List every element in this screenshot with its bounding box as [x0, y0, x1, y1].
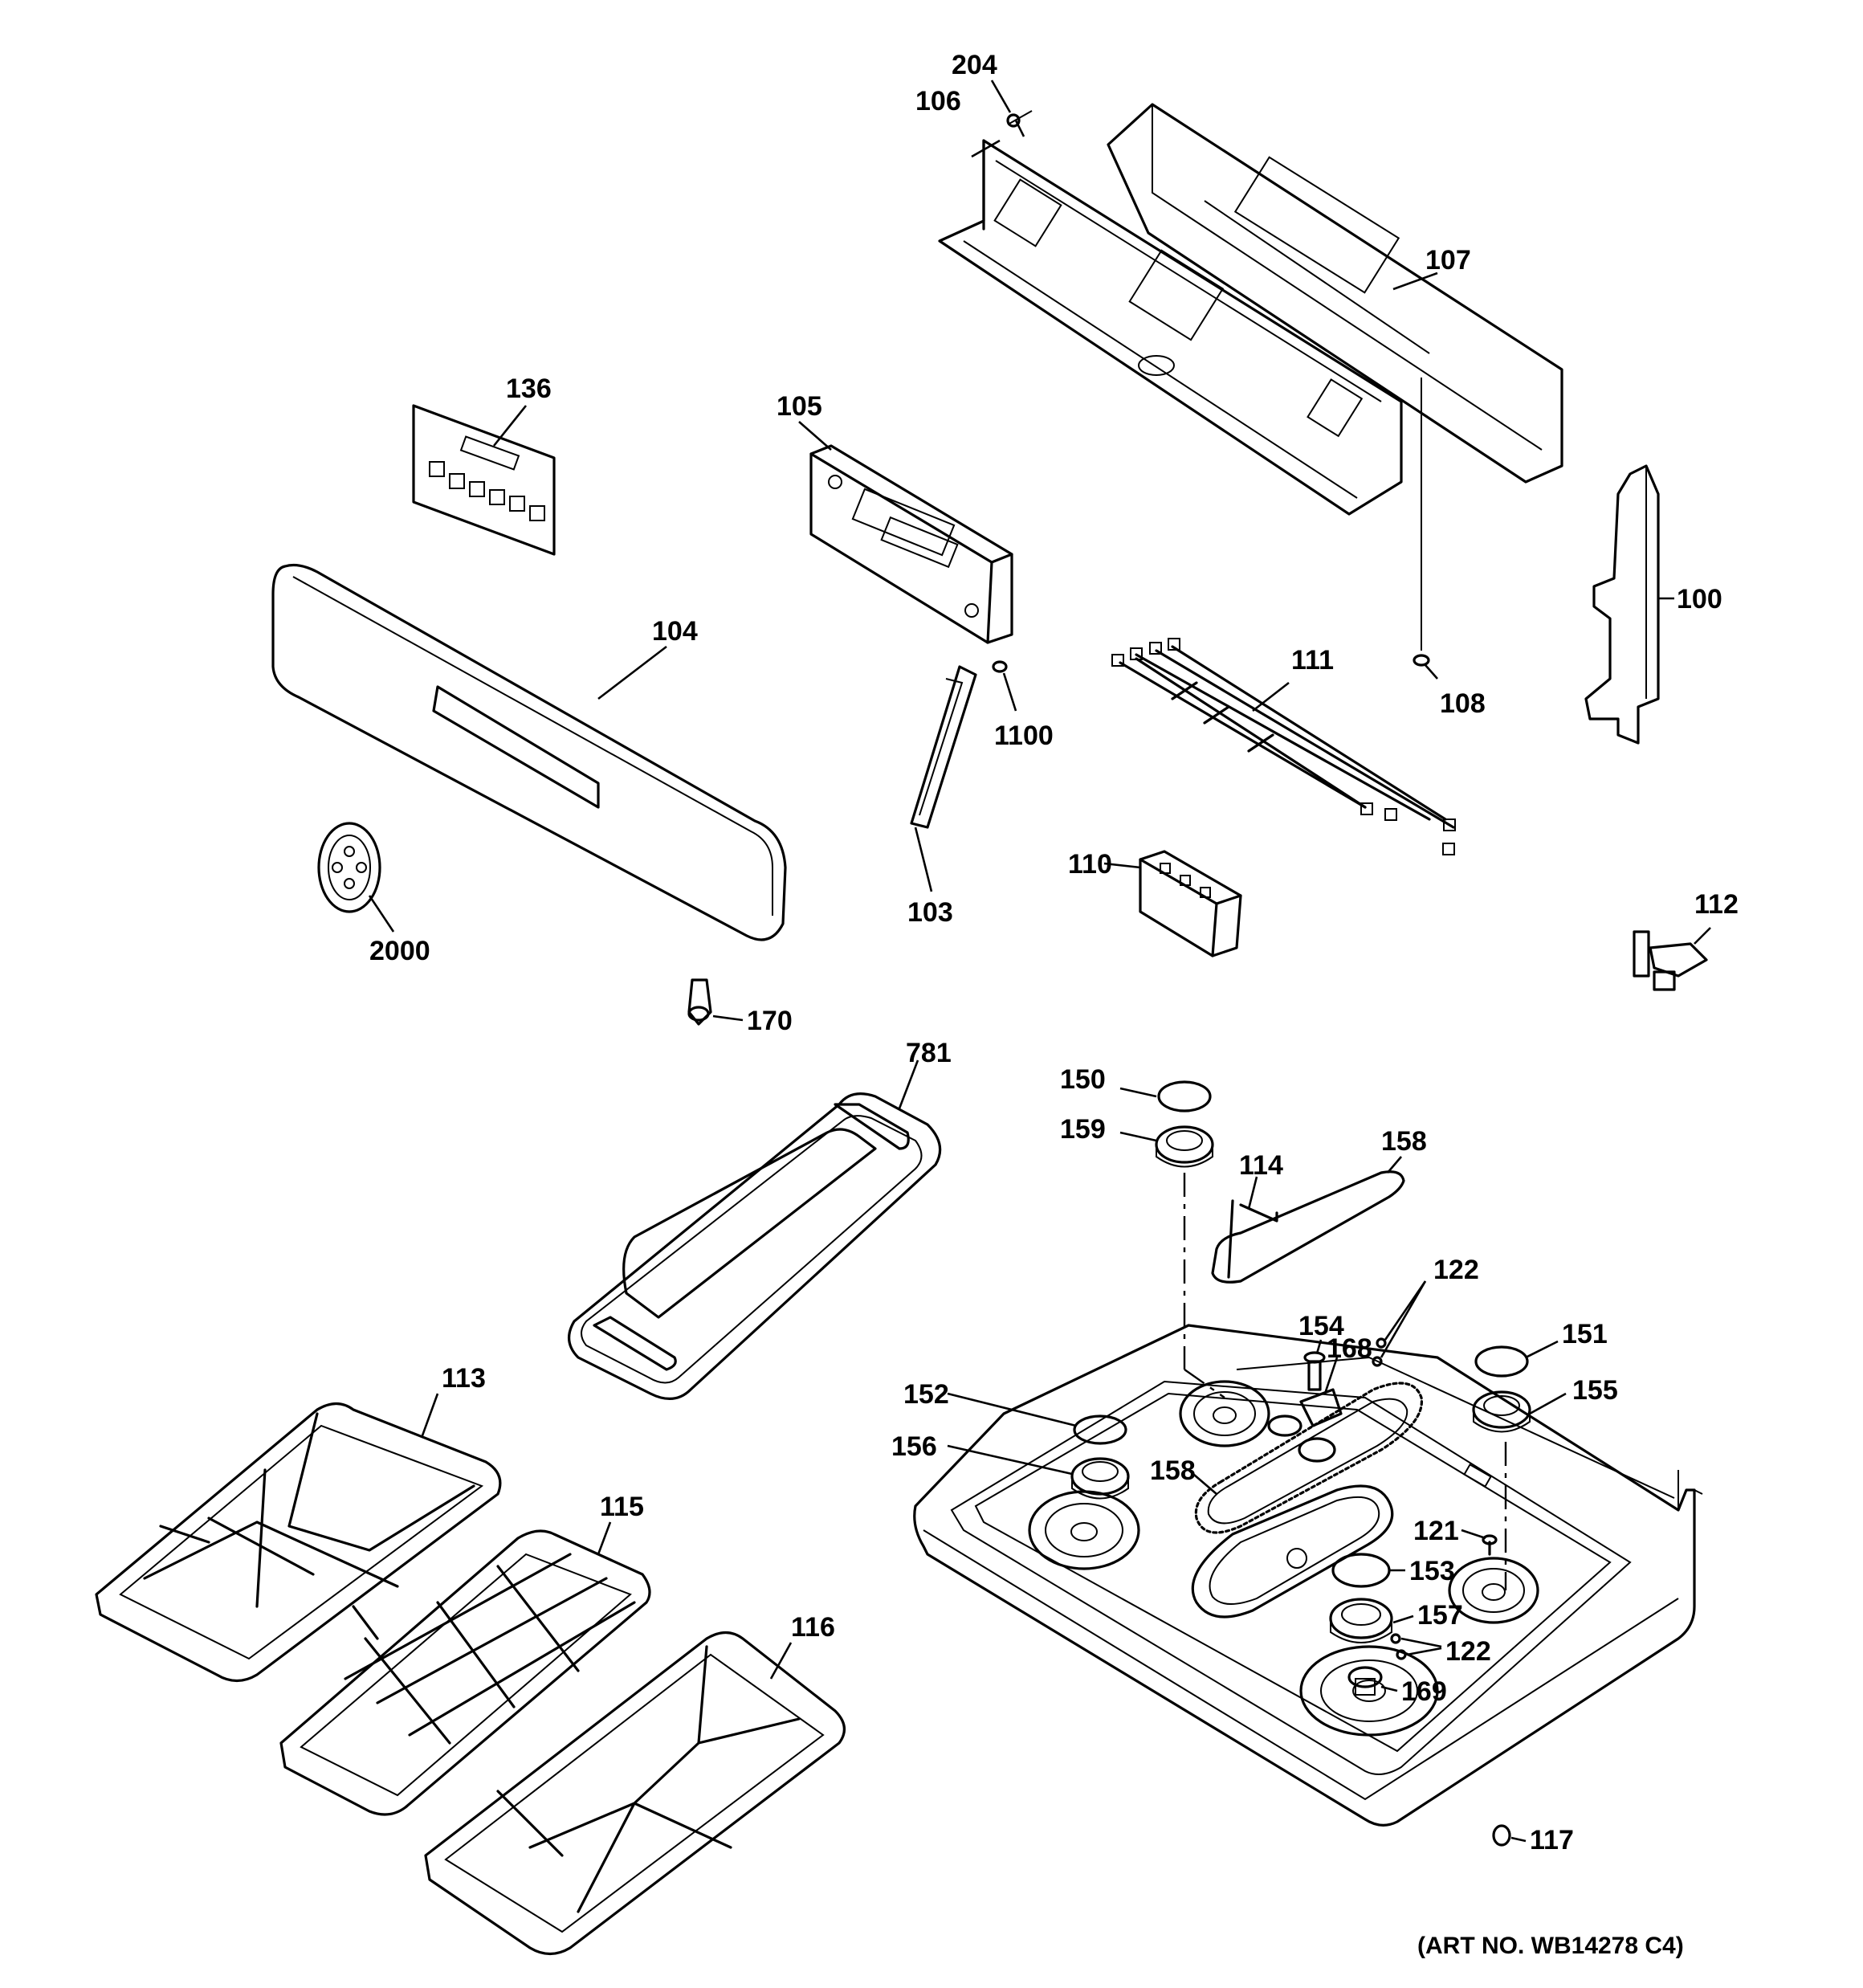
- label-136: 136: [506, 374, 552, 404]
- label-100: 100: [1677, 584, 1722, 614]
- label-151: 151: [1562, 1319, 1608, 1349]
- control-panel-104: [271, 563, 787, 941]
- bracket-114: [1227, 1176, 1278, 1279]
- label-107: 107: [1425, 245, 1471, 276]
- electrode-154: [1303, 1339, 1326, 1391]
- label-112: 112: [1694, 889, 1739, 920]
- label-105: 105: [777, 391, 822, 422]
- screw-122-lower: [1390, 1633, 1442, 1660]
- switch-112: [1633, 927, 1711, 991]
- label-106: 106: [915, 86, 961, 116]
- label-158-upper: 158: [1381, 1126, 1427, 1157]
- screw-108: [1413, 378, 1438, 680]
- side-trim-100: [1584, 464, 1674, 745]
- label-117: 117: [1530, 1825, 1574, 1855]
- label-157: 157: [1417, 1600, 1463, 1631]
- art-number: (ART NO. WB14278 C4): [1417, 1933, 1684, 1959]
- label-104: 104: [652, 616, 698, 647]
- panel-screw-106: [971, 110, 1033, 158]
- label-155: 155: [1572, 1375, 1618, 1406]
- label-108: 108: [1440, 688, 1486, 719]
- clock-overlay-136: [412, 404, 556, 556]
- spark-module-110: [1103, 850, 1242, 957]
- label-150: 150: [1060, 1064, 1106, 1095]
- burner-front-left: [1028, 1490, 1140, 1570]
- label-169: 169: [1401, 1676, 1447, 1707]
- label-2000: 2000: [369, 936, 430, 966]
- label-115: 115: [600, 1492, 644, 1522]
- head-156: [947, 1444, 1130, 1500]
- screw-122-upper: [1372, 1280, 1427, 1367]
- control-knob-2000: [317, 822, 395, 933]
- label-154: 154: [1298, 1311, 1344, 1341]
- label-114: 114: [1239, 1150, 1283, 1181]
- nut-117: [1492, 1824, 1527, 1847]
- cap-153: [1331, 1553, 1405, 1588]
- label-170: 170: [747, 1006, 793, 1036]
- label-103: 103: [907, 897, 953, 928]
- burner-rear-left: [1179, 1380, 1270, 1447]
- label-152: 152: [903, 1379, 949, 1410]
- orifice-169: [1347, 1666, 1398, 1696]
- label-110: 110: [1068, 849, 1112, 880]
- bracket-103: [910, 665, 977, 892]
- head-155: [1472, 1390, 1567, 1590]
- burner-front-right: [1299, 1645, 1439, 1737]
- griddle-781: [568, 1059, 942, 1400]
- burner-rear-right: [1448, 1557, 1539, 1624]
- burner-cover-158-upper: [1211, 1156, 1405, 1284]
- label-113: 113: [442, 1363, 486, 1394]
- grate-115: [279, 1521, 651, 1816]
- label-122-upper: 122: [1433, 1255, 1479, 1285]
- clip-1100: [992, 660, 1017, 712]
- screw-170: [687, 978, 744, 1026]
- cap-152: [947, 1392, 1127, 1445]
- burner-gasket-158-lower: [1188, 1382, 1423, 1534]
- grate-116: [424, 1631, 846, 1956]
- valve-168: [1299, 1357, 1343, 1427]
- label-111: 111: [1291, 645, 1334, 676]
- head-157: [1329, 1598, 1414, 1643]
- label-116: 116: [791, 1612, 835, 1643]
- cap-150: [1119, 1080, 1212, 1112]
- label-122-lower: 122: [1445, 1636, 1491, 1667]
- label-158-lower: 158: [1150, 1455, 1196, 1486]
- label-1100: 1100: [994, 720, 1054, 751]
- wire-harness-111: [1111, 638, 1456, 855]
- rear-panel-front: [938, 139, 1403, 516]
- cooktop-main-top: [913, 1324, 1703, 1827]
- grate-113: [95, 1393, 502, 1683]
- label-204: 204: [952, 50, 997, 80]
- screw-121: [1461, 1529, 1498, 1556]
- label-159: 159: [1060, 1114, 1106, 1145]
- control-board-105: [809, 444, 1013, 644]
- label-168: 168: [1327, 1333, 1372, 1364]
- label-121: 121: [1413, 1516, 1459, 1546]
- cap-151: [1474, 1340, 1559, 1378]
- head-159: [1119, 1125, 1225, 1398]
- center-oval-burner-area: [1191, 1484, 1394, 1619]
- label-781: 781: [906, 1038, 952, 1068]
- label-153: 153: [1409, 1556, 1455, 1586]
- rear-panel-back: [1107, 103, 1563, 484]
- label-156: 156: [891, 1431, 937, 1462]
